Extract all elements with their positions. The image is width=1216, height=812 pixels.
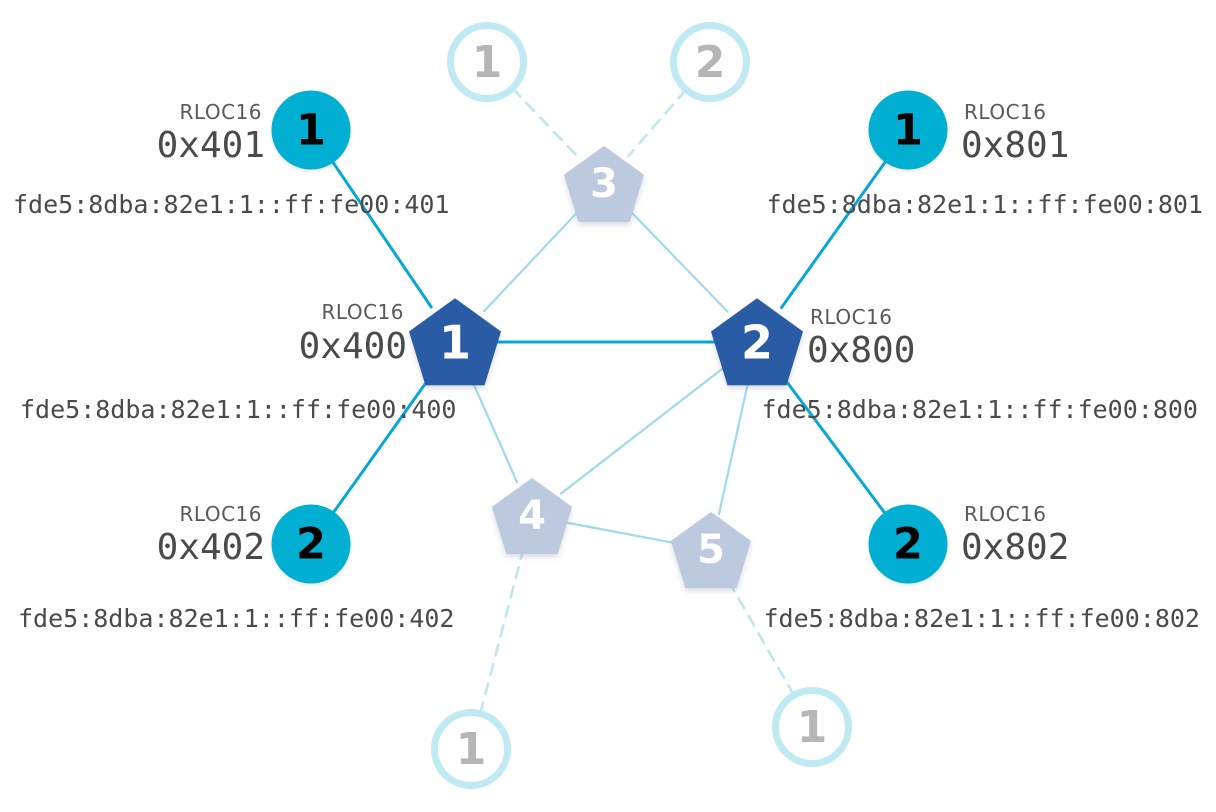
edge-r3-r800: [628, 209, 729, 313]
rloc16-value-lbl800: 0x800: [807, 330, 916, 371]
router-node-r5[interactable]: 5: [671, 512, 751, 588]
end-device-node-f1br[interactable]: 1: [772, 687, 852, 767]
router-node-r4[interactable]: 4: [492, 478, 572, 554]
rloc16-caption-lbl800: RLOC16: [810, 305, 893, 329]
edge-c402-r400: [330, 374, 432, 516]
ipv6-address-lbl802: fde5:8dba:82e1:1::ff:fe00:802: [763, 604, 1201, 633]
edge-c802-r800: [780, 374, 888, 517]
ipv6-address-lbl800: fde5:8dba:82e1:1::ff:fe00:800: [761, 395, 1199, 424]
rloc16-caption-lbl801: RLOC16: [964, 100, 1047, 124]
end-device-node-c402[interactable]: 2: [271, 504, 351, 584]
end-device-node-c802[interactable]: 2: [868, 504, 948, 584]
end-device-node-f1t[interactable]: 1: [447, 22, 527, 102]
rloc16-value-lbl801: 0x801: [961, 125, 1070, 166]
end-device-node-f2t[interactable]: 2: [670, 22, 750, 102]
router-node-r400[interactable]: 1: [409, 298, 501, 386]
ipv6-address-lbl400: fde5:8dba:82e1:1::ff:fe00:400: [20, 395, 457, 424]
end-device-node-c801[interactable]: 1: [868, 90, 948, 170]
rloc16-value-lbl402: 0x402: [156, 527, 265, 568]
router-node-r800[interactable]: 2: [711, 298, 803, 386]
edge-f1br-r5: [727, 580, 796, 697]
edge-f1t-r3: [511, 87, 580, 159]
edge-r400-r3: [482, 209, 580, 313]
edge-r400-r4: [471, 379, 519, 484]
ipv6-address-lbl401: fde5:8dba:82e1:1::ff:fe00:401: [13, 190, 450, 219]
end-device-node-f1bl[interactable]: 1: [431, 709, 511, 789]
rloc16-value-lbl400: 0x400: [298, 326, 407, 367]
edge-r4-r800: [560, 366, 725, 495]
ipv6-address-lbl402: fde5:8dba:82e1:1::ff:fe00:402: [18, 604, 455, 633]
rloc16-value-lbl802: 0x802: [961, 527, 1070, 568]
edge-f1bl-r4: [479, 550, 524, 715]
edge-r5-r800: [717, 382, 749, 516]
edge-f2t-r3: [626, 88, 688, 158]
rloc16-caption-lbl802: RLOC16: [964, 502, 1047, 526]
edge-r4-r5: [567, 521, 676, 545]
edge-c401-r400: [329, 158, 433, 309]
edge-c801-r800: [780, 158, 889, 310]
rloc16-caption-lbl400: RLOC16: [321, 300, 404, 324]
rloc16-value-lbl401: 0x401: [156, 125, 265, 166]
ipv6-address-lbl801: fde5:8dba:82e1:1::ff:fe00:801: [766, 190, 1204, 219]
end-device-node-c401[interactable]: 1: [271, 90, 351, 170]
rloc16-caption-lbl402: RLOC16: [179, 502, 262, 526]
rloc16-caption-lbl401: RLOC16: [179, 100, 262, 124]
router-node-r3[interactable]: 3: [564, 146, 644, 222]
